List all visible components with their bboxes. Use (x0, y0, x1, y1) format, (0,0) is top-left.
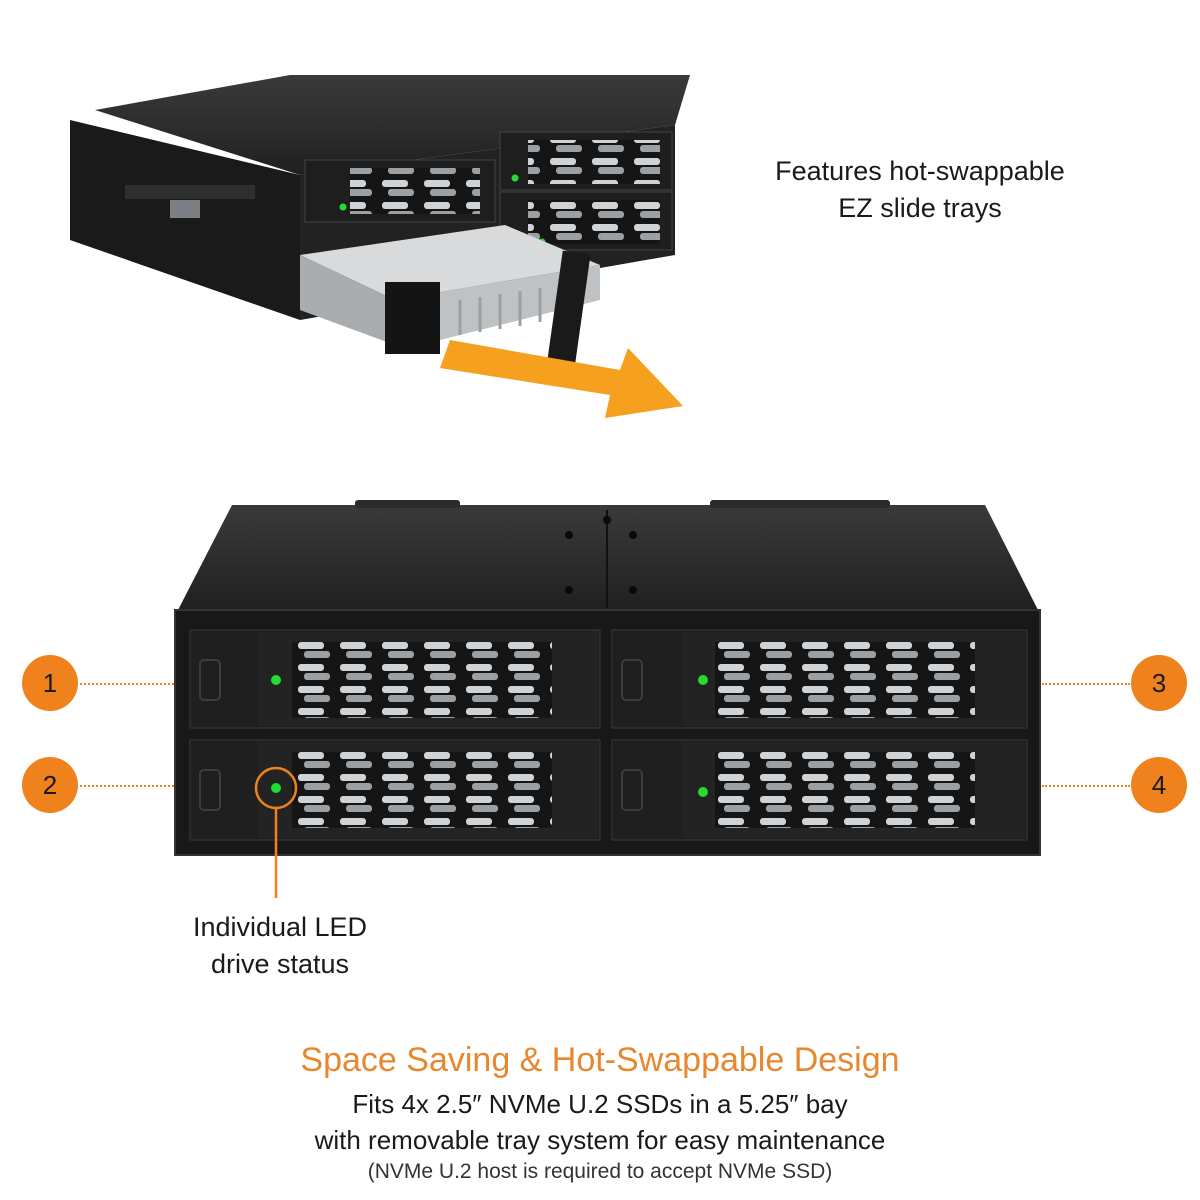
footer: Space Saving & Hot-Swappable Design Fits… (0, 1036, 1200, 1186)
drive-led-icon (271, 675, 281, 685)
drive-bay-1 (189, 629, 601, 729)
led-status-caption: Individual LED drive status (130, 909, 430, 983)
tray-front (499, 131, 673, 191)
hot-swap-caption-line1: Features hot-swappable (775, 156, 1065, 186)
callout-badge-3: 3 (1131, 655, 1187, 711)
hot-swap-caption: Features hot-swappable EZ slide trays (720, 153, 1120, 227)
callout-badge-4: 4 (1131, 757, 1187, 813)
footer-note: (NVMe U.2 host is required to accept NVM… (367, 1160, 833, 1183)
callout-line-4 (1042, 785, 1130, 787)
drive-bay-3 (611, 629, 1028, 729)
callout-badge-1: 1 (22, 655, 78, 711)
drive-bay-2 (189, 739, 601, 841)
footer-title: Space Saving & Hot-Swappable Design (300, 1041, 900, 1079)
pulled-out-tray (300, 225, 600, 364)
drive-led-icon (698, 675, 708, 685)
callout-line-2 (80, 785, 174, 787)
front-enclosure (174, 500, 1041, 856)
angled-enclosure (70, 75, 690, 364)
hot-swap-arrow-icon (440, 340, 683, 418)
footer-line-1: Fits 4x 2.5″ NVMe U.2 SSDs in a 5.25″ ba… (352, 1089, 848, 1119)
drive-led-icon (271, 783, 281, 793)
callout-badge-2: 2 (22, 757, 78, 813)
footer-line-2: with removable tray system for easy main… (314, 1125, 886, 1155)
drive-led-icon (511, 174, 519, 182)
hot-swap-caption-line2: EZ slide trays (838, 193, 1002, 223)
led-status-caption-line1: Individual LED (192, 912, 368, 942)
drive-led-icon (698, 787, 708, 797)
callout-line-3 (1042, 683, 1130, 685)
drive-bay-4 (611, 739, 1028, 841)
led-status-caption-line2: drive status (210, 949, 350, 979)
drive-led-icon (339, 203, 347, 211)
tray-front (304, 159, 496, 223)
callout-line-1 (80, 683, 174, 685)
